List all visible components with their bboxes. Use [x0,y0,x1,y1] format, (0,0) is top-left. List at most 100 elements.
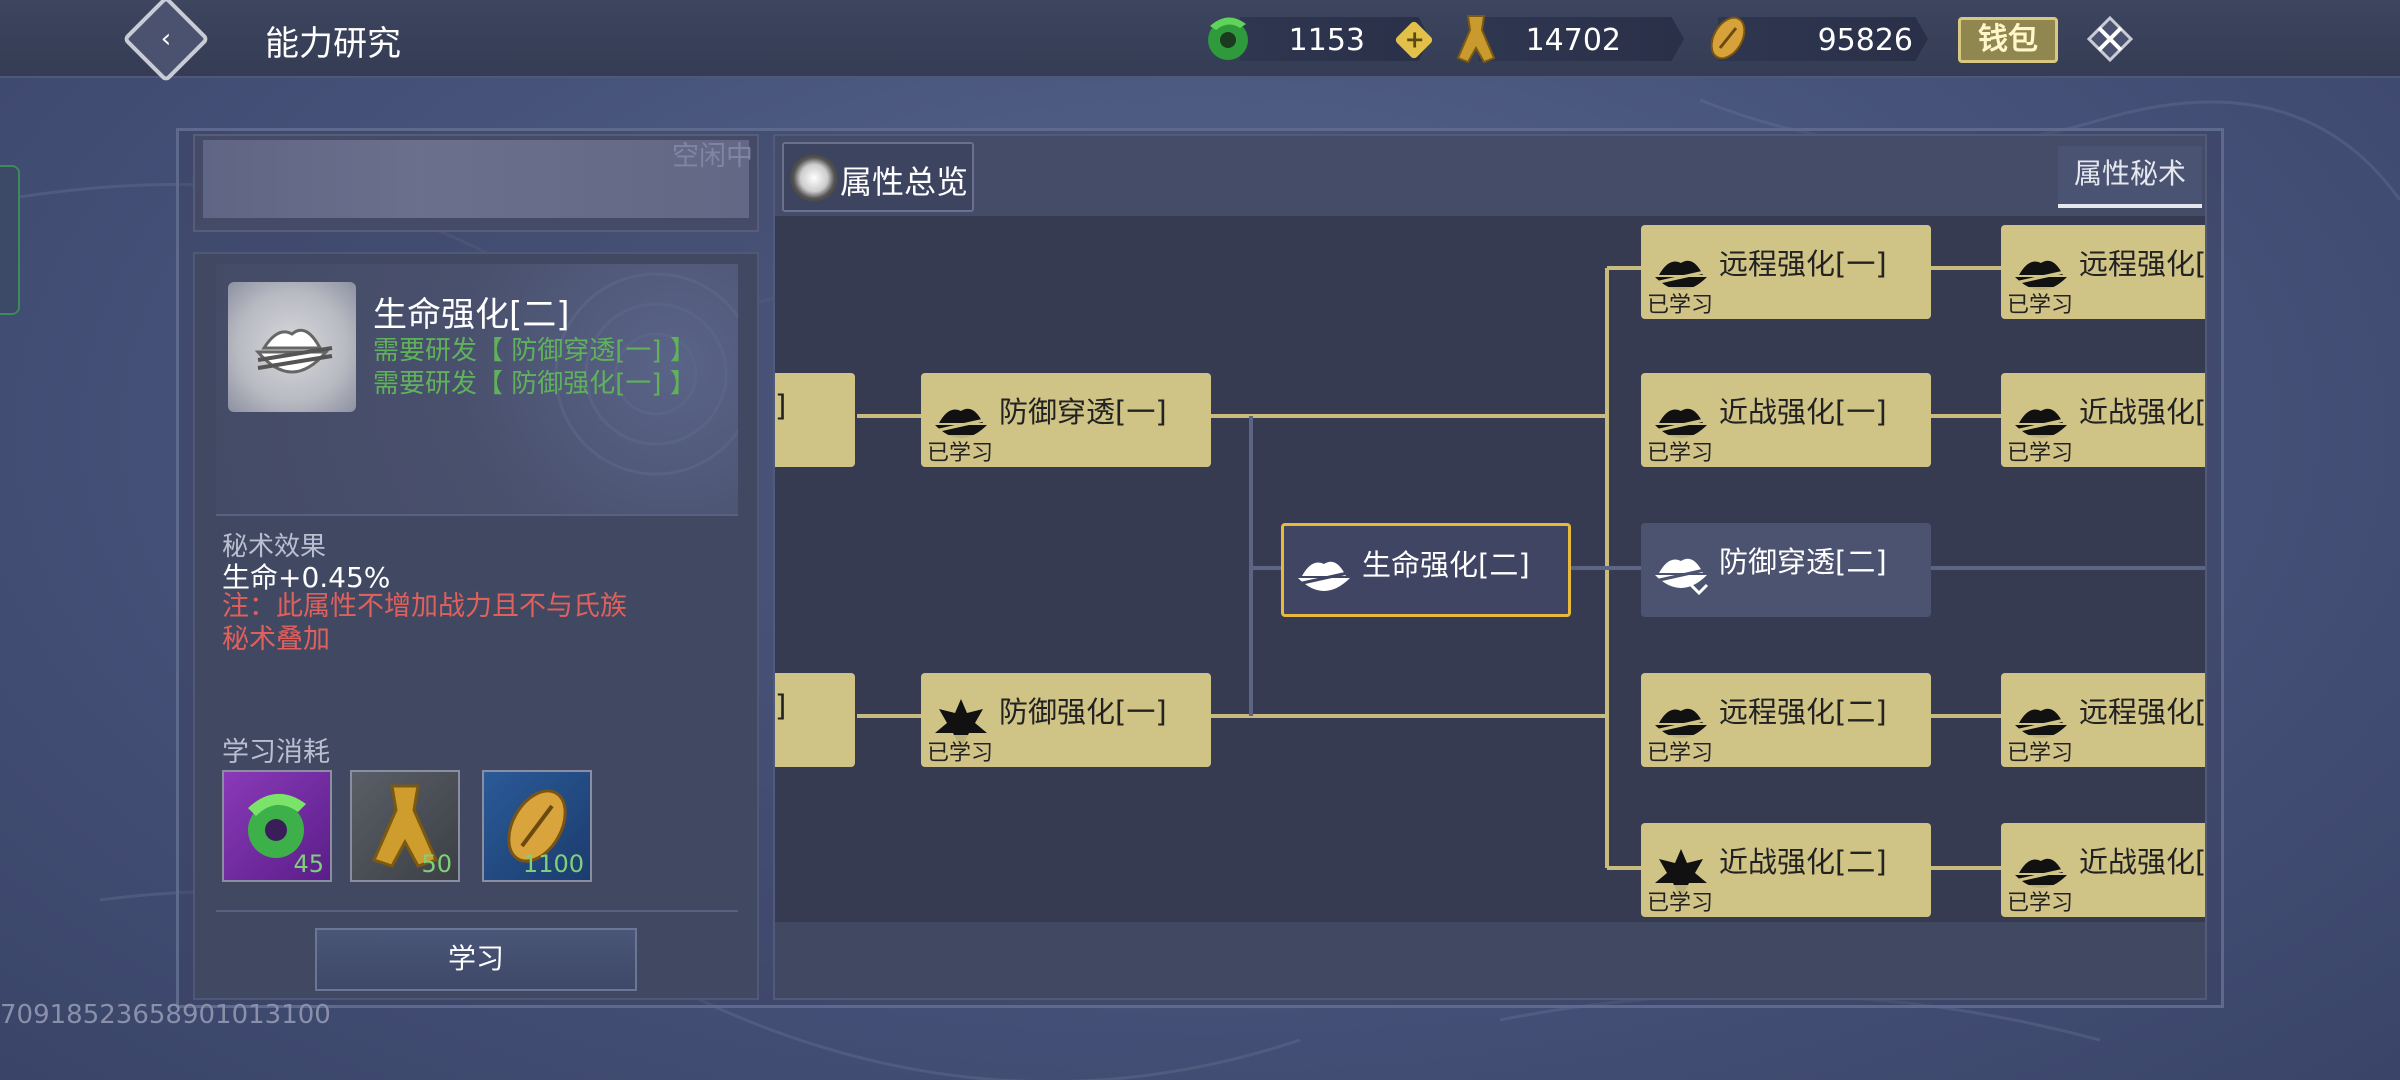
effect-title: 秘术效果 [222,532,327,562]
back-arrow-icon: ‹ [160,24,172,54]
currency-coin: 14702 [1478,17,1684,61]
skill-tree-footer [775,922,2205,998]
skill-node-def-boost-1[interactable]: 防御强化[一] 已学习 [921,673,1211,767]
rice-bowl-icon [2014,408,2070,438]
currency-coin-value: 14702 [1525,23,1621,58]
skill-portrait [228,282,356,412]
rune-circle-decoration [554,272,738,476]
maple-leaf-icon [1655,849,1707,899]
skill-tree-graph: ] ] 防御穿透[一] 已学习 防御强化[一] 已学习 生命强化[二] [775,216,2205,922]
maple-leaf-icon [935,699,987,749]
skill-node-melee-3[interactable]: 近战强化[三 已学习 [2001,373,2205,467]
requirement-1: 需要研发【 防御穿透[一] 】 [373,336,696,366]
node-label: 防御穿透[一] [999,395,1167,429]
skill-node-ranged-2[interactable]: 远程强化[二] 已学习 [1641,673,1931,767]
learned-tag: 已学习 [1645,735,1716,767]
learned-tag: 已学习 [2005,435,2076,467]
cost-qty: 50 [421,850,452,878]
skill-node-melee-1[interactable]: 近战强化[一] 已学习 [1641,373,1931,467]
cost-qty: 1100 [522,850,584,878]
cost-title: 学习消耗 [222,737,330,768]
divider [216,910,738,912]
rice-bowl-icon [2014,858,2070,888]
learned-tag: 已学习 [925,435,996,467]
node-label: ] [775,689,787,723]
node-label: 近战强化[三 [2079,395,2205,429]
learned-tag: 已学习 [1645,287,1716,319]
page-title: 能力研究 [265,24,401,64]
rice-bowl-icon [934,408,990,438]
wallet-button[interactable]: 钱包 [1958,17,2058,63]
plus-icon: + [1404,25,1425,54]
side-edge-tab[interactable] [0,165,20,315]
learn-button[interactable]: 学习 [315,928,637,991]
shell-icon [1710,16,1746,60]
node-label: 生命强化[二] [1362,548,1530,582]
idle-status: 空闲中 [672,141,753,172]
skill-node-life-boost-2[interactable]: 生命强化[二] [1281,523,1571,617]
skill-tree-header [775,136,2205,216]
effect-note: 注：此属性不增加战力且不与氏族秘术叠加 [222,591,627,655]
skill-node-melee-4[interactable]: 近战强化[四 已学习 [2001,823,2205,917]
spade-coin-icon [371,784,439,868]
currency-jade-value: 1153 [1288,23,1365,58]
learned-tag: 已学习 [925,735,996,767]
jade-ring-icon [1208,17,1248,60]
overview-label: 属性总览 [840,163,969,201]
node-label: 近战强化[一] [1719,395,1887,429]
skill-node-partial-bottom[interactable]: ] [775,673,855,767]
skill-node-def-pierce-2[interactable]: 防御穿透[二] [1641,523,1931,617]
cost-qty: 45 [293,850,324,878]
skill-node-ranged-4[interactable]: 远程强化[四 已学习 [2001,673,2205,767]
skill-node-partial-top[interactable]: ] [775,373,855,467]
skill-node-def-pierce-1[interactable]: 防御穿透[一] 已学习 [921,373,1211,467]
jade-ring-icon [248,793,306,858]
shell-icon [507,789,567,863]
currency-shell: 95826 [1718,17,1928,61]
learned-tag: 已学习 [2005,287,2076,319]
cost-item-coin[interactable]: 50 [350,770,460,882]
close-icon[interactable] [2085,14,2135,64]
requirement-2: 需要研发【 防御强化[一] 】 [373,369,696,399]
attribute-overview-button[interactable]: 属性总览 [782,142,974,212]
node-label: 防御穿透[二] [1719,545,1887,579]
node-label: 近战强化[二] [1719,845,1887,879]
node-label: 近战强化[四 [2079,845,2205,879]
node-label: 防御强化[一] [999,695,1167,729]
skill-node-melee-2[interactable]: 近战强化[二] 已学习 [1641,823,1931,917]
skill-name: 生命强化[二] [373,295,570,335]
skill-node-ranged-3[interactable]: 远程强化[三 已学习 [2001,225,2205,319]
yin-yang-icon [790,154,838,202]
node-label: ] [775,389,787,423]
top-bar: ‹ 能力研究 1153 + 14702 95826 钱包 [0,0,2400,83]
node-label: 远程强化[一] [1719,247,1887,281]
currency-shell-value: 95826 [1817,23,1913,58]
skill-node-ranged-1[interactable]: 远程强化[一] 已学习 [1641,225,1931,319]
rice-bowl-icon [254,328,333,374]
rice-bowl-icon [1654,260,1710,290]
rice-bowl-icon [1654,408,1710,438]
rice-bowl-icon [1297,561,1353,591]
learned-tag: 已学习 [2005,885,2076,917]
research-slot[interactable] [193,134,759,232]
effect-value: 生命+0.45% [222,561,391,594]
learned-tag: 已学习 [1645,435,1716,467]
rice-bowl-icon [2014,260,2070,290]
back-button[interactable]: ‹ [122,0,210,83]
learned-tag: 已学习 [2005,735,2076,767]
divider [216,514,738,516]
node-label: 远程强化[三 [2079,247,2205,281]
node-label: 远程强化[二] [1719,695,1887,729]
uid-watermark: 709185236589010131​00 [0,1000,331,1030]
node-label: 远程强化[四 [2079,695,2205,729]
rice-bowl-icon [2014,708,2070,738]
learned-tag: 已学习 [1645,885,1716,917]
tree-connectors [857,266,2205,870]
cost-item-shell[interactable]: 1100 [482,770,592,882]
cost-item-jade[interactable]: 45 [222,770,332,882]
rice-bowl-lock-icon [1654,558,1710,596]
rice-bowl-icon [1654,708,1710,738]
tab-attribute-secret[interactable]: 属性秘术 [2058,146,2202,208]
slot-artwork [203,140,749,218]
spade-coin-icon [1456,15,1496,64]
